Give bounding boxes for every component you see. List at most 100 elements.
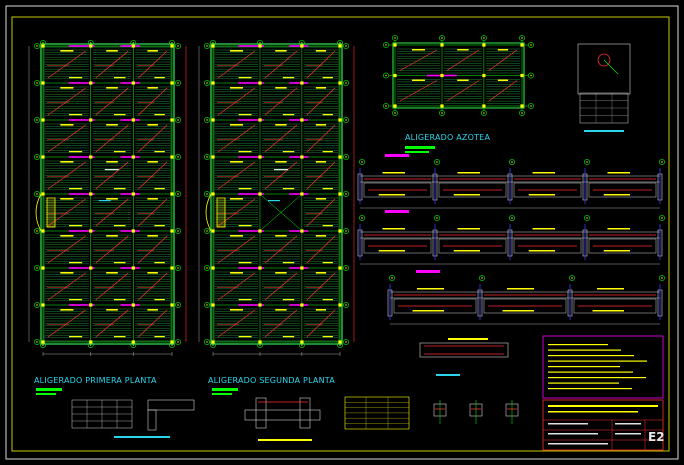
rebar-diagonal: [306, 50, 336, 79]
roof-plan[interactable]: [383, 35, 534, 153]
details[interactable]: [36, 43, 631, 441]
column: [89, 155, 93, 159]
column: [41, 192, 45, 196]
beam-label: [68, 193, 95, 195]
bar-label: [282, 151, 295, 153]
rebar-diagonal: [47, 198, 86, 227]
bar-label: [230, 309, 243, 311]
title-field: [548, 443, 608, 445]
first-floor-plan[interactable]: [28, 40, 187, 356]
column: [89, 303, 93, 307]
beam-label: [289, 230, 309, 232]
section-tag: [385, 210, 409, 213]
grid-bubble-right: [175, 191, 181, 197]
grid-bubble-dot: [345, 341, 347, 343]
grid-bubble-right: [343, 117, 349, 123]
rebar-diagonal: [264, 124, 298, 153]
beam-label: [120, 82, 140, 84]
grid-bubble-right: [343, 191, 349, 197]
beam-outline: [393, 298, 477, 314]
grid-bubble-dot: [394, 37, 396, 39]
bar-label: [230, 198, 243, 200]
rebar-diagonal: [399, 80, 438, 102]
grid-bubble-bottom: [480, 110, 487, 116]
bar-label: [412, 310, 444, 312]
beam-label: [289, 119, 309, 121]
title-block[interactable]: [542, 335, 664, 451]
rebar-diagonal: [47, 87, 86, 116]
title-underline: [405, 151, 429, 153]
column: [131, 192, 135, 196]
bar-label: [230, 124, 243, 126]
notes-line: [548, 355, 634, 357]
grid-bubble-dot: [345, 193, 347, 195]
column: [338, 44, 342, 48]
section-detail: [244, 409, 321, 421]
rebar-diagonal: [138, 235, 168, 264]
joist-detail: [147, 399, 195, 411]
grid-bubble-left: [34, 228, 40, 234]
grid-bubble-dot: [394, 112, 396, 114]
rebar-diagonal: [488, 49, 518, 71]
beam-label: [238, 82, 264, 84]
rebar-diagonal: [95, 87, 129, 116]
beam-sections[interactable]: [357, 154, 665, 325]
bar-label: [315, 309, 327, 311]
column: [338, 303, 342, 307]
grid-bubble-dot: [481, 277, 483, 279]
bar-label: [154, 299, 165, 301]
bar-label: [282, 77, 295, 79]
grid-bubble-right: [528, 103, 534, 109]
bar-label: [597, 288, 624, 290]
bar-label: [322, 151, 333, 153]
grid-bubble-dot: [521, 37, 523, 39]
column: [393, 43, 397, 47]
project-name-bar: [548, 405, 658, 407]
text-box: [267, 200, 280, 202]
grid-bubble-dot: [206, 230, 208, 232]
beam-label: [238, 267, 264, 269]
bar-label: [282, 336, 295, 338]
second-floor-plan[interactable]: [198, 40, 355, 356]
caption-bar: [584, 130, 624, 132]
beam-outline: [363, 238, 432, 254]
column: [211, 44, 215, 48]
title-underline: [36, 393, 56, 395]
column: [89, 192, 93, 196]
column: [41, 266, 45, 270]
bar-label: [238, 114, 252, 116]
beam-detail: [419, 342, 509, 358]
column: [258, 192, 262, 196]
notes-line: [548, 371, 633, 373]
rebar-diagonal: [306, 124, 336, 153]
section-bubble: [359, 215, 365, 221]
beam-outline: [573, 298, 657, 314]
bar-label: [106, 50, 118, 52]
rebar-diagonal: [217, 235, 256, 264]
beam-label: [68, 267, 95, 269]
bar-label: [607, 172, 630, 174]
beam-label: [120, 304, 140, 306]
rebar-diagonal: [217, 198, 256, 227]
bar-label: [230, 235, 243, 237]
grid-bubble-dot: [36, 45, 38, 47]
title-underline: [36, 388, 62, 391]
rebar-diagonal: [399, 49, 438, 71]
bar-label: [147, 161, 158, 163]
grid-bubble-dot: [177, 341, 179, 343]
grid-bubble-left: [204, 339, 210, 345]
rebar-diagonal: [264, 272, 298, 301]
beam-label: [68, 45, 95, 47]
column: [482, 73, 486, 78]
opening-diag: [261, 195, 301, 230]
column: [170, 81, 174, 85]
notes-line: [548, 382, 619, 384]
section-bubble: [434, 215, 440, 221]
column: [520, 43, 524, 47]
grid-bubble-dot: [530, 74, 532, 77]
rebar-diagonal: [217, 50, 256, 79]
bar-label: [69, 299, 83, 301]
notes-line: [548, 360, 647, 362]
notes-line: [548, 366, 620, 368]
